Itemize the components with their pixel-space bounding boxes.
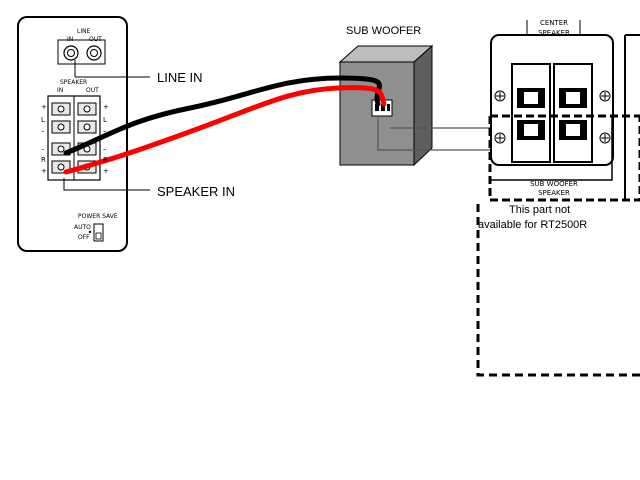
- left-channel-out: L: [103, 116, 107, 124]
- line-out-jack: [86, 45, 102, 61]
- center-speaker-label-line2: SPEAKER: [538, 29, 570, 37]
- left-plus-in: +: [41, 103, 47, 111]
- subwoofer-box: [338, 44, 434, 167]
- speaker-out-col-label: OUT: [86, 87, 99, 94]
- right-channel-in: R: [41, 156, 46, 164]
- sub-speaker-label-line2: SPEAKER: [538, 189, 570, 197]
- sub-speaker-label-line1: SUB WOOFER: [530, 180, 578, 188]
- speaker-terminal-unit: [490, 20, 640, 200]
- line-heading: LINE: [77, 28, 91, 35]
- power-save-auto: AUTO: [74, 224, 91, 231]
- left-minus-out: –: [103, 127, 107, 135]
- not-available-outline: [488, 114, 640, 202]
- subwoofer-title: SUB WOOFER: [346, 25, 422, 37]
- line-in-callout: LINE IN: [157, 70, 203, 85]
- speaker-heading: SPEAKER: [60, 79, 88, 86]
- speaker-in-col-label: IN: [57, 87, 64, 94]
- power-save-switch: [88, 223, 104, 242]
- speaker-in-leader: [63, 178, 150, 191]
- left-minus-in: –: [41, 127, 45, 135]
- power-save-off: OFF: [78, 234, 90, 241]
- not-available-note-line2: available for RT2500R: [478, 219, 588, 231]
- positive-wire: [63, 85, 387, 175]
- line-in-jack-label: IN: [67, 36, 74, 43]
- left-plus-out: +: [103, 103, 109, 111]
- not-available-note-line1: This part not: [509, 204, 571, 216]
- right-plus-in: +: [41, 167, 47, 175]
- line-out-jack-label: OUT: [89, 36, 102, 43]
- power-save-heading: POWER SAVE: [78, 213, 118, 220]
- right-channel-out: R: [103, 156, 108, 164]
- right-plus-out: +: [103, 167, 109, 175]
- right-minus-out: –: [103, 145, 107, 153]
- right-minus-in: –: [41, 145, 45, 153]
- line-in-jack: [63, 45, 79, 61]
- center-speaker-label-line1: CENTER: [539, 19, 569, 27]
- speaker-in-callout: SPEAKER IN: [157, 184, 236, 199]
- left-channel-in: L: [41, 116, 45, 124]
- negative-wire: [63, 75, 382, 156]
